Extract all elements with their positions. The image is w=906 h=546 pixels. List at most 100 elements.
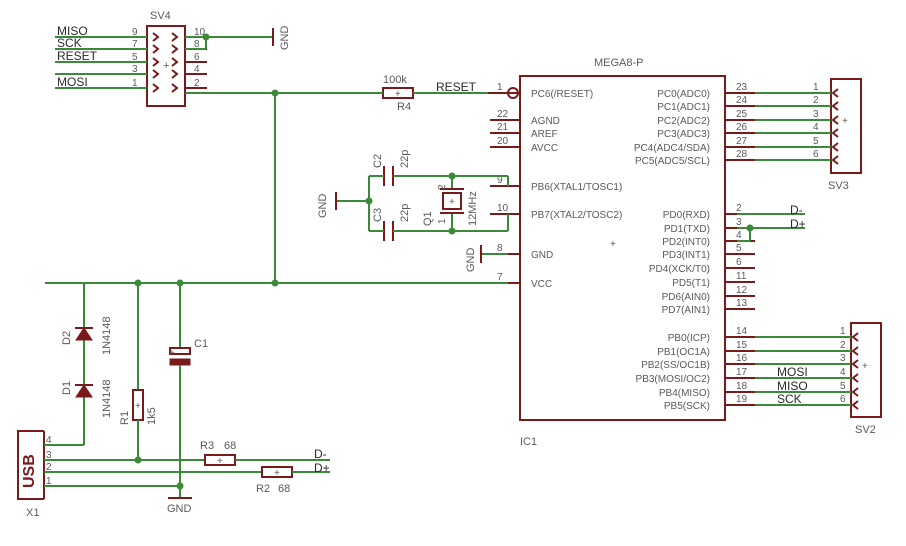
r4-value: 100k: [383, 74, 407, 86]
ic1-pin-name: PD7(AIN1): [662, 305, 710, 316]
sv3-pin-number: 2: [813, 95, 819, 106]
svg-text:+: +: [274, 468, 280, 479]
sv4-net-label: MISO: [57, 24, 88, 38]
ic1-pin-name: PB0(ICP): [668, 333, 710, 344]
usb-pin-number: 1: [46, 476, 52, 487]
pin-chevron: [152, 57, 160, 67]
q1-ref: Q1: [422, 211, 434, 226]
pin-chevron: [152, 69, 160, 79]
sv2-pin-number: 5: [840, 381, 846, 392]
ic1-pin-name: PD0(RXD): [663, 210, 710, 221]
svg-text:+: +: [842, 116, 848, 127]
ic1-pin-number: 21: [497, 122, 509, 133]
svg-text:+: +: [610, 239, 616, 250]
c3-value: 22p: [399, 204, 411, 222]
q1-value: 12MHz: [467, 191, 479, 226]
d1-value: 1N4148: [101, 379, 113, 418]
sv4-pin-number: 1: [132, 78, 138, 89]
sv4-pin-number: 3: [132, 64, 138, 75]
pin-chevron: [171, 44, 179, 54]
ic1-pin-name: PB3(MOSI/OC2): [636, 374, 710, 385]
sv4-pin-number: 6: [194, 52, 200, 63]
pd-dplus-label: D+: [790, 217, 806, 231]
sv4-pin-number: 2: [194, 78, 200, 89]
pin-chevron: [851, 332, 859, 342]
usb-pin-number: 4: [46, 435, 52, 446]
crystal-gnd-label: GND: [317, 194, 329, 219]
c3-ref: C3: [372, 208, 384, 222]
ic1-pin-name: PD4(XCK/T0): [649, 264, 710, 275]
pin-chevron: [851, 373, 859, 383]
sv2-net-label: MOSI: [777, 365, 808, 379]
ic1-pin-name: PC1(ADC1): [657, 102, 710, 113]
pin-chevron: [152, 44, 160, 54]
pin-chevron: [831, 155, 839, 165]
crystal-section: C2 22p C3 22p GND + Q1 12MHz 2 1: [317, 150, 509, 241]
sv4-gnd-label: GND: [279, 26, 291, 51]
ic1-part: MEGA8-P: [594, 57, 644, 69]
r3-ref: R3: [200, 440, 214, 452]
usb-pin-number: 2: [46, 462, 52, 473]
sv2-pin-number: 6: [840, 394, 846, 405]
ic1-pin-name: AGND: [531, 116, 560, 127]
ic1-pin-number: 24: [736, 95, 748, 106]
sv4-pin-number: 5: [132, 52, 138, 63]
ic1-pin-number: 10: [497, 203, 509, 214]
diodes: D2 1N4148 D1 1N4148: [61, 283, 113, 445]
ic1-pin-number: 5: [736, 243, 742, 254]
ic1-gnd-label: GND: [465, 248, 477, 273]
sv4-net-label: SCK: [57, 36, 82, 50]
ic1-pin-number: 2: [736, 203, 742, 214]
sv4-pin-number: 7: [132, 39, 138, 50]
ic1-pin-number: 9: [497, 175, 503, 186]
r2-net-label: D+: [314, 461, 330, 475]
c1-capacitor: + C1 GND: [167, 283, 208, 515]
ic1-pin-name: VCC: [531, 279, 552, 290]
svg-text:2: 2: [437, 184, 448, 190]
ic1-pin-name: PB1(OC1A): [657, 347, 710, 358]
sv2-name: SV2: [855, 424, 876, 436]
ic1-mega8: MEGA8-P IC1 + 1PC6(/RESET)22AGND21AREF20…: [488, 57, 755, 448]
svg-text:+: +: [135, 401, 141, 412]
c2-value: 22p: [399, 150, 411, 168]
ic1-pin-number: 4: [736, 230, 742, 241]
d2-value: 1N4148: [101, 316, 113, 355]
d2-ref: D2: [61, 331, 73, 345]
sv2-pin-number: 1: [840, 326, 846, 337]
svg-text:+: +: [169, 348, 175, 359]
pin-chevron: [851, 387, 859, 397]
sv4-name: SV4: [150, 10, 171, 22]
sv4-net-label: MOSI: [57, 75, 88, 89]
ic1-pin-number: 12: [736, 285, 748, 296]
pin-chevron: [851, 400, 859, 410]
ic1-pin-number: 23: [736, 82, 748, 93]
pin-chevron: [171, 32, 179, 42]
ic1-pin-name: PB4(MISO): [659, 388, 710, 399]
gnd-bottom-label: GND: [167, 503, 192, 515]
c1-ref: C1: [194, 338, 208, 350]
sv3-pin-number: 1: [813, 82, 819, 93]
ic1-pin-name: PB6(XTAL1/TOSC1): [531, 182, 622, 193]
r2-value: 68: [278, 483, 290, 495]
ic1-pin-name: PD3(INT1): [662, 250, 710, 261]
r1-ref: R1: [119, 411, 131, 425]
ic1-pin-number: 8: [497, 243, 503, 254]
pin-chevron: [152, 32, 160, 42]
ic1-pin-name: PC5(ADC5/SCL): [635, 156, 710, 167]
sv3-pin-number: 3: [813, 109, 819, 120]
reset-net-label: RESET: [436, 80, 477, 94]
ic1-pin-number: 7: [497, 272, 503, 283]
pin-chevron: [152, 83, 160, 93]
ic1-pin-number: 25: [736, 109, 748, 120]
ic1-pin-number: 1: [497, 82, 503, 93]
sv4-net-label: RESET: [57, 49, 98, 63]
ic1-pin-name: AREF: [531, 129, 558, 140]
sv2-pin-number: 4: [840, 367, 846, 378]
pin-chevron: [171, 57, 179, 67]
svg-text:+: +: [862, 361, 868, 372]
sv4-pin-number: 8: [194, 39, 200, 50]
